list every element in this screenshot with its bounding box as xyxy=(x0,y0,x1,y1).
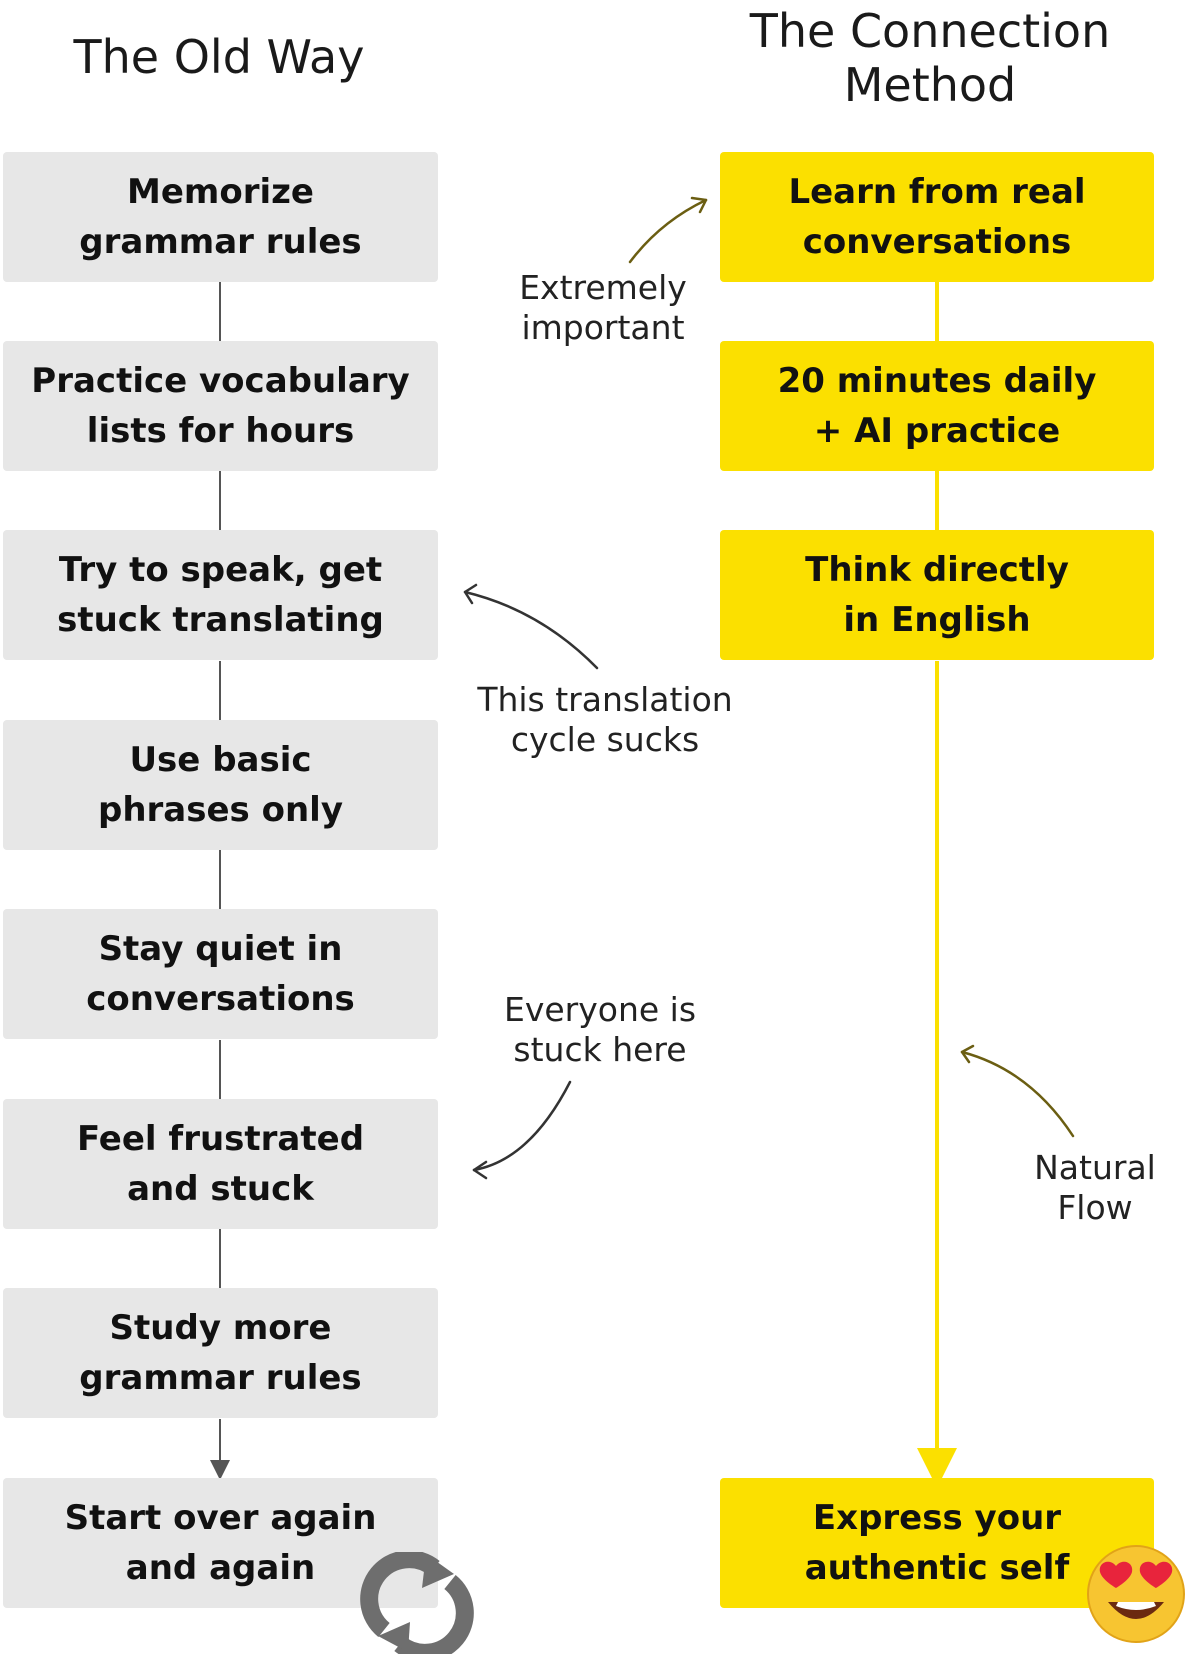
old-way-title: The Old Way xyxy=(73,30,365,84)
natural-flow-arrow xyxy=(960,1044,1075,1138)
note-everyone-stuck: Everyone is stuck here xyxy=(503,990,697,1069)
new-step-3: Think directly in English xyxy=(720,530,1154,660)
new-step-4: Express your authentic self xyxy=(720,1478,1154,1608)
old-step-6: Feel frustrated and stuck xyxy=(3,1099,438,1229)
old-step-7: Study more grammar rules xyxy=(3,1288,438,1418)
old-step-4: Use basic phrases only xyxy=(3,720,438,850)
translation-cycle-arrow xyxy=(463,583,599,670)
refresh-cycle-icon xyxy=(360,1552,474,1654)
old-step-5: Stay quiet in conversations xyxy=(3,909,438,1039)
old-step-3: Try to speak, get stuck translating xyxy=(3,530,438,660)
note-translation-cycle: This translation cycle sucks xyxy=(477,680,733,759)
new-step-2: 20 minutes daily + AI practice xyxy=(720,341,1154,471)
note-natural-flow: Natural Flow xyxy=(1034,1148,1156,1227)
heart-eyes-emoji-icon xyxy=(1087,1545,1185,1643)
extremely-important-arrow xyxy=(628,196,708,264)
old-step-2: Practice vocabulary lists for hours xyxy=(3,341,438,471)
old-step-1: Memorize grammar rules xyxy=(3,152,438,282)
connection-method-title: The Connection Method xyxy=(749,4,1111,112)
everyone-stuck-arrow xyxy=(472,1080,572,1180)
note-extremely-important: Extremely important xyxy=(519,268,687,347)
new-step-1: Learn from real conversations xyxy=(720,152,1154,282)
